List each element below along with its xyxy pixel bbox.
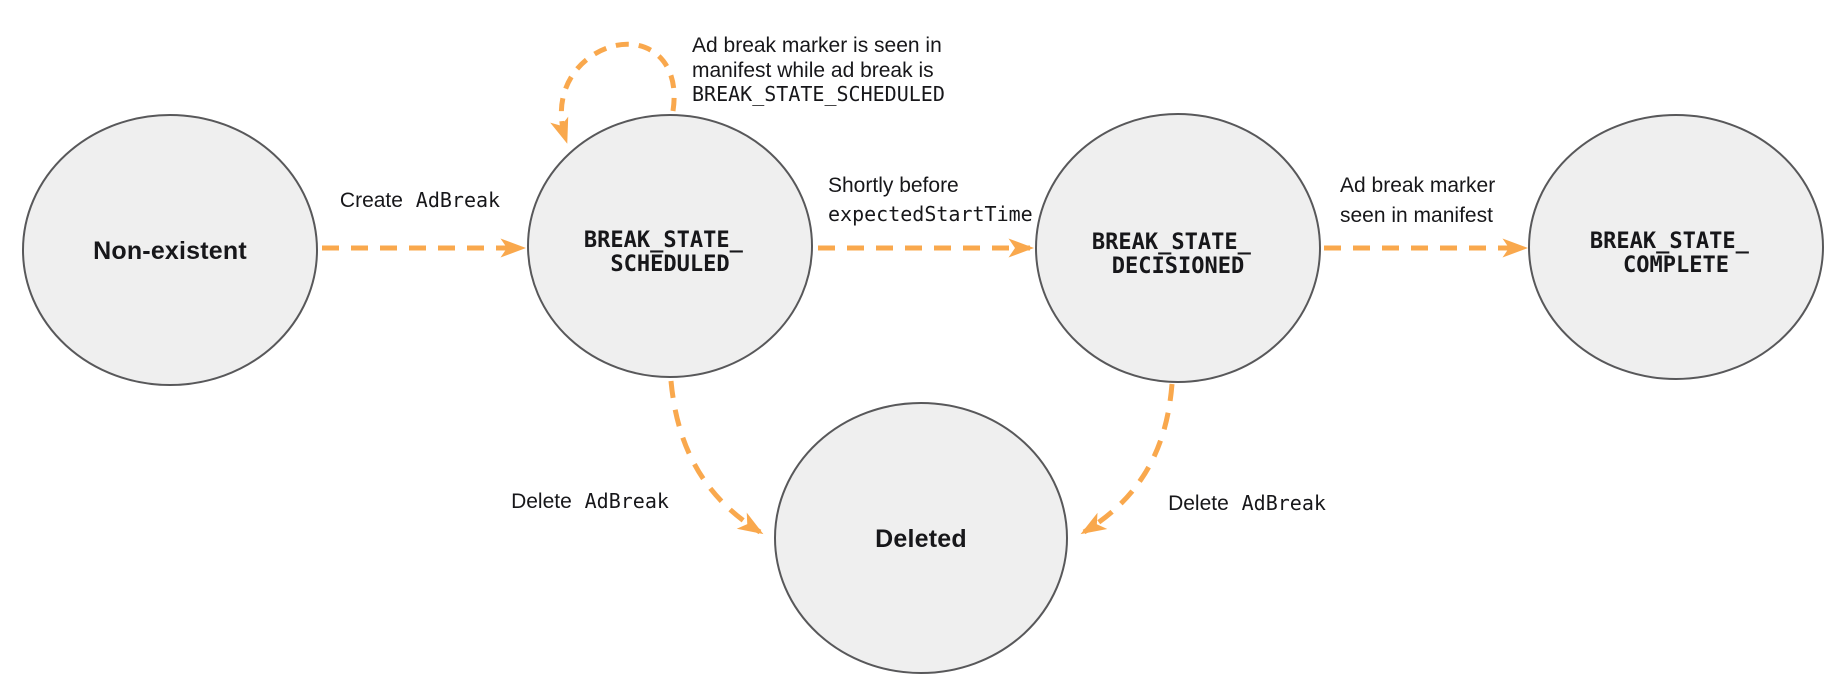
edge-label-self-loop-line2: manifest while ad break is xyxy=(692,59,934,82)
state-node-break-state-scheduled xyxy=(527,114,813,378)
edge-label-self-loop-line3: BREAK_STATE_SCHEDULED xyxy=(692,82,945,106)
edge-label-marker-seen-line1: Ad break marker xyxy=(1340,174,1495,197)
edge-label-expected-start-time: expectedStartTime xyxy=(828,202,1033,226)
edge-label-delete-adbreak-left: Delete AdBreak xyxy=(511,489,669,513)
edge-label-self-loop-line1: Ad break marker is seen in xyxy=(692,34,942,57)
state-label-break-state-decisioned: BREAK_STATE_ DECISIONED xyxy=(1092,230,1264,279)
edge-label-marker-seen-line2: seen in manifest xyxy=(1340,204,1493,227)
state-label-break-state-scheduled: BREAK_STATE_ SCHEDULED xyxy=(584,228,756,277)
edge-scheduled-to-deleted xyxy=(668,380,764,535)
edge-label-create-adbreak: Create AdBreak xyxy=(340,188,500,212)
state-label-deleted: Deleted xyxy=(875,525,967,553)
state-node-break-state-decisioned xyxy=(1035,113,1321,383)
edge-label-shortly-before: Shortly before xyxy=(828,174,959,197)
state-node-non-existent xyxy=(22,114,318,386)
state-node-deleted xyxy=(774,402,1068,674)
state-label-non-existent: Non-existent xyxy=(93,237,247,265)
edge-label-delete-adbreak-right: Delete AdBreak xyxy=(1168,491,1326,515)
state-label-break-state-complete: BREAK_STATE_ COMPLETE xyxy=(1590,229,1762,278)
state-node-break-state-complete xyxy=(1528,114,1824,380)
edge-decisioned-to-deleted xyxy=(1080,383,1175,535)
edge-scheduled-self-loop xyxy=(550,41,677,144)
